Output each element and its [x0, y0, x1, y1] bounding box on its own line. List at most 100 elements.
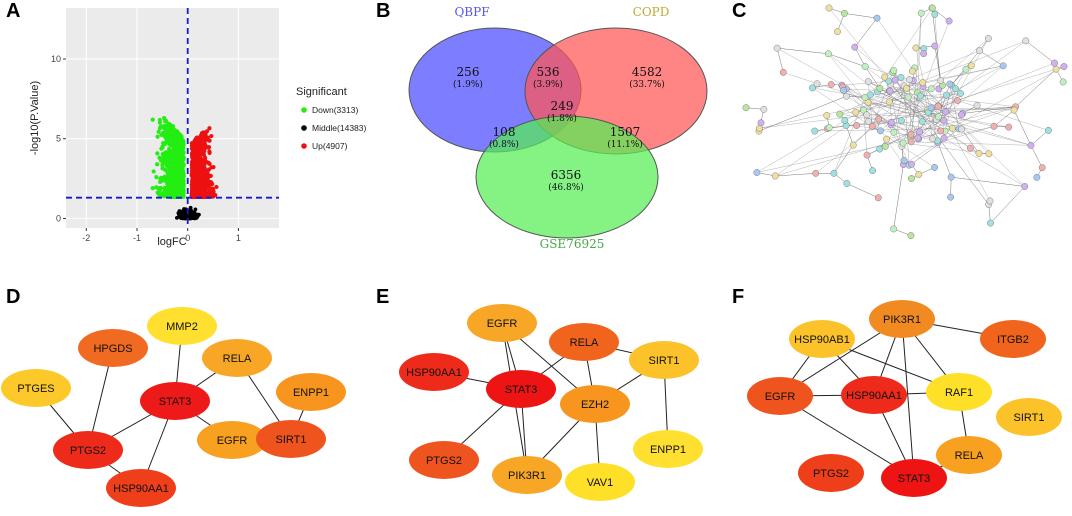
point-middle — [179, 216, 184, 220]
ppi-node — [873, 14, 881, 22]
point-down — [160, 145, 165, 150]
ppi-node — [947, 173, 955, 181]
ppi-node — [877, 127, 884, 135]
node-shape — [256, 420, 326, 458]
x-tick-label: 0 — [185, 233, 190, 243]
node-shape — [747, 377, 813, 415]
ppi-edge — [1030, 145, 1043, 168]
node-pik3r1: PIK3R1 — [492, 456, 562, 494]
ppi-node — [851, 43, 859, 51]
point-down — [175, 156, 180, 162]
point-down — [175, 189, 180, 194]
ppi-node — [860, 106, 868, 114]
point-up — [200, 174, 205, 179]
node-shape — [197, 421, 267, 459]
ppi-edge — [776, 48, 784, 73]
point-middle — [187, 215, 192, 220]
ppi-node — [957, 111, 965, 119]
point-up — [202, 165, 207, 171]
ppi-edge — [962, 106, 1016, 114]
ppi-edge — [880, 95, 921, 131]
ppi-node — [947, 193, 954, 201]
ppi-node — [900, 157, 908, 164]
ppi-node — [885, 98, 893, 106]
point-up — [209, 180, 214, 185]
point-down — [163, 186, 168, 191]
node-shape — [869, 300, 935, 338]
ppi-edge — [759, 96, 909, 129]
point-up — [207, 126, 212, 131]
node-label: PIK3R1 — [883, 314, 921, 326]
node-shape — [409, 441, 479, 479]
venn-region-percent: (0.8%) — [489, 139, 519, 150]
point-up — [197, 168, 202, 173]
ppi-network — [742, 4, 1068, 239]
y-tick-label: 5 — [56, 134, 61, 144]
ppi-node — [953, 97, 961, 104]
ppi-edge — [944, 66, 1065, 132]
legend-entry: Up(4907) — [312, 141, 348, 151]
node-label: HSP90AA1 — [113, 483, 169, 495]
point-down — [151, 169, 156, 174]
point-up — [193, 156, 198, 161]
ppi-node — [876, 145, 884, 153]
point-up — [193, 184, 199, 190]
ppi-node — [940, 116, 948, 124]
node-hpgds: HPGDS — [78, 329, 148, 367]
ppi-node — [942, 108, 950, 116]
point-down — [175, 150, 180, 155]
ppi-edge — [911, 141, 1031, 146]
ppi-node — [976, 47, 983, 55]
node-label: ITGB2 — [997, 334, 1029, 346]
ppi-node — [1051, 59, 1058, 67]
ppi-node — [883, 135, 890, 143]
ppi-node — [779, 68, 787, 76]
ppi-node — [1021, 183, 1029, 190]
point-down — [165, 125, 171, 130]
node-shape — [486, 370, 556, 408]
node-shape — [53, 431, 123, 469]
ppi-node — [904, 93, 912, 101]
ppi-node — [836, 110, 844, 118]
ppi-edge — [846, 183, 879, 199]
point-down — [170, 124, 176, 129]
ppi-edge — [846, 120, 944, 126]
venn-title-gse76925: GSE76925 — [540, 237, 605, 250]
ppi-node — [987, 219, 994, 227]
point-up — [211, 189, 216, 194]
ppi-node — [903, 84, 911, 92]
venn-region-count: 1507 — [610, 125, 641, 139]
node-label: HSP90AB1 — [794, 334, 850, 346]
ppi-node — [1059, 78, 1067, 86]
ppi-edge — [922, 86, 1025, 187]
point-down — [180, 175, 186, 180]
ppi-node — [990, 122, 998, 130]
point-down — [168, 149, 173, 154]
ppi-node — [897, 117, 905, 124]
node-hsp90aa1: HSP90AA1 — [106, 469, 176, 507]
ppi-node — [1033, 173, 1041, 181]
hub-network-e: EGFRRELASIRT1HSP90AA1STAT3EZH2ENPP1PTGS2… — [399, 304, 703, 501]
ppi-node — [890, 225, 898, 233]
point-down — [180, 165, 185, 170]
ppi-node — [890, 67, 898, 74]
ppi-edge — [775, 136, 911, 177]
point-down — [168, 163, 173, 168]
point-down — [155, 190, 160, 195]
ppi-edge — [833, 144, 854, 174]
venn-region-percent: (1.9%) — [453, 79, 483, 90]
node-rela: RELA — [202, 339, 272, 377]
point-down — [155, 162, 160, 167]
panel-label-a: A — [6, 0, 21, 22]
ppi-node — [865, 117, 872, 125]
ppi-edge — [961, 128, 980, 154]
ppi-node — [811, 127, 819, 135]
point-down — [181, 157, 186, 162]
ppi-node — [899, 139, 907, 147]
point-down — [169, 156, 174, 161]
point-down — [159, 178, 165, 184]
point-up — [194, 135, 199, 140]
ppi-edge — [864, 66, 881, 89]
ppi-node — [907, 130, 915, 138]
point-down — [168, 189, 173, 194]
